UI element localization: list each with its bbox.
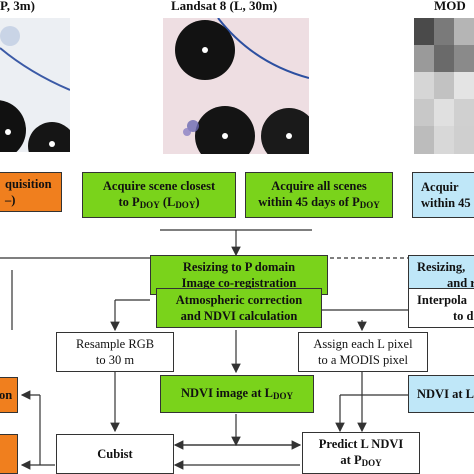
modis-ndvi-box: NDVI at L bbox=[408, 375, 474, 413]
resample-rgb-box: Resample RGB to 30 m bbox=[56, 332, 174, 372]
title-modis: MOD bbox=[434, 0, 466, 13]
assign-pixel-box: Assign each L pixel to a MODIS pixel bbox=[298, 332, 428, 372]
predict-ndvi-box: Predict L NDVI at PDOY bbox=[302, 432, 420, 474]
title-landsat: Landsat 8 (L, 30m) bbox=[171, 0, 278, 13]
acquire-all-box: Acquire all scenes within 45 days of PDO… bbox=[245, 172, 393, 218]
ndvi-image-box: NDVI image at LDOY bbox=[160, 375, 314, 413]
title-planet: P, 3m) bbox=[0, 0, 35, 13]
cubist-box: Cubist bbox=[56, 434, 174, 474]
planet-output-box-2 bbox=[0, 434, 18, 474]
atmospheric-correction-box: Atmospheric correction and NDVI calculat… bbox=[156, 288, 322, 328]
modis-acquire-box: Acquir within 45 bbox=[412, 172, 474, 218]
landsat-image bbox=[163, 18, 309, 154]
planet-image bbox=[0, 18, 70, 152]
modis-resizing-box: Resizing, and r bbox=[408, 255, 474, 295]
planet-acquisition-box: quisition –) bbox=[0, 172, 62, 212]
acquire-closest-box: Acquire scene closest to PDOY (LDOY) bbox=[82, 172, 236, 218]
modis-interpolation-box: Interpola to d bbox=[408, 288, 474, 328]
modis-image bbox=[414, 18, 474, 154]
planet-output-box-1: on bbox=[0, 377, 18, 413]
